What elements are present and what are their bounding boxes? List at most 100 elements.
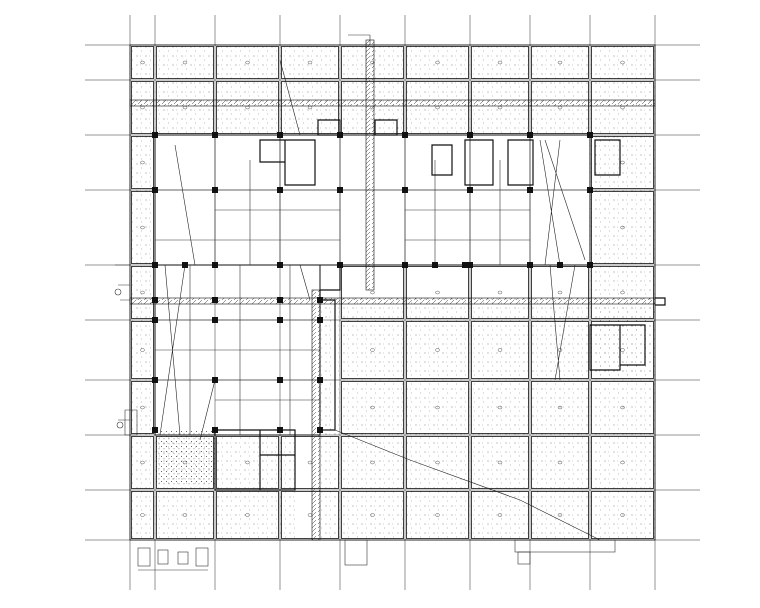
slab-panel bbox=[131, 81, 154, 134]
legend-box-1 bbox=[137, 547, 151, 567]
column bbox=[212, 297, 218, 303]
opening-bottom-center bbox=[344, 539, 368, 566]
column bbox=[527, 187, 533, 193]
column bbox=[277, 427, 283, 433]
slab-mark bbox=[370, 348, 375, 352]
column bbox=[212, 377, 218, 383]
side-markers bbox=[114, 34, 666, 436]
slab-left-band bbox=[130, 135, 155, 435]
column bbox=[402, 187, 408, 193]
slab-panel bbox=[471, 266, 529, 319]
slab-panel bbox=[131, 46, 154, 79]
column bbox=[212, 427, 218, 433]
core-structure bbox=[154, 119, 646, 491]
slab-mark bbox=[140, 290, 145, 295]
column bbox=[212, 317, 218, 323]
column bbox=[317, 427, 323, 433]
slab-panel bbox=[131, 136, 154, 189]
column bbox=[277, 317, 283, 323]
slab-mark bbox=[620, 513, 625, 517]
slab-panel bbox=[131, 321, 154, 379]
slab-mark bbox=[497, 405, 503, 410]
slab-mark bbox=[435, 460, 440, 465]
slab-mark bbox=[497, 290, 503, 295]
slab-mark bbox=[140, 60, 145, 65]
slab-panel bbox=[591, 46, 654, 79]
slab-panel bbox=[471, 321, 529, 379]
column bbox=[277, 297, 283, 303]
column bbox=[152, 377, 158, 383]
slab-panel bbox=[591, 136, 654, 189]
slab-panel bbox=[341, 436, 404, 489]
column bbox=[337, 187, 343, 193]
column bbox=[337, 132, 343, 138]
slab-mark bbox=[370, 405, 375, 410]
column bbox=[317, 377, 323, 383]
column bbox=[317, 317, 323, 323]
slab-panel bbox=[131, 191, 154, 264]
detail-legend bbox=[137, 547, 209, 571]
column bbox=[587, 187, 593, 193]
slab-mark bbox=[245, 60, 250, 65]
slab-panel bbox=[281, 491, 339, 539]
slab-mark bbox=[140, 405, 145, 410]
slab-panel bbox=[591, 436, 654, 489]
column bbox=[402, 132, 408, 138]
marker-left-1 bbox=[115, 264, 138, 436]
slab-mark bbox=[620, 460, 625, 465]
column bbox=[467, 132, 473, 138]
slab-mark bbox=[435, 405, 440, 410]
slab-mark bbox=[497, 513, 503, 517]
slab-panel bbox=[131, 491, 154, 539]
column bbox=[152, 427, 158, 433]
core-inner-beams-2 bbox=[155, 265, 320, 435]
diagonal-lines bbox=[159, 59, 601, 541]
slab-panel bbox=[341, 321, 404, 379]
slab-panel bbox=[406, 321, 469, 379]
column bbox=[467, 187, 473, 193]
marker-right-arrow bbox=[655, 297, 666, 306]
column bbox=[527, 262, 533, 268]
slab-strip-right bbox=[590, 320, 655, 375]
slab-mark bbox=[370, 513, 375, 517]
slab-panel bbox=[531, 81, 589, 134]
slab-panel bbox=[216, 46, 279, 79]
slab-mark bbox=[557, 290, 563, 295]
slab-mark bbox=[307, 60, 313, 65]
slab-mark bbox=[140, 160, 145, 165]
marker-top-stub bbox=[348, 34, 371, 45]
marker-left-circle-2 bbox=[116, 421, 124, 429]
slab-mark bbox=[370, 460, 375, 465]
opening-bottom-right-box bbox=[517, 551, 531, 565]
slab-panel bbox=[216, 81, 279, 134]
slab-panel bbox=[471, 81, 529, 134]
slab-panel bbox=[471, 491, 529, 539]
slab-panel bbox=[591, 81, 654, 134]
beam-band-vertical-left bbox=[311, 289, 321, 541]
column bbox=[587, 132, 593, 138]
slab-mark bbox=[557, 60, 563, 65]
slab-panel bbox=[591, 266, 654, 319]
columns bbox=[152, 132, 593, 433]
column bbox=[182, 262, 188, 268]
slab-mark bbox=[435, 60, 440, 65]
slab-dense-patch bbox=[155, 430, 215, 485]
drawing-extents bbox=[129, 44, 656, 541]
column bbox=[277, 187, 283, 193]
slab-right-band bbox=[590, 135, 655, 325]
column bbox=[337, 262, 343, 268]
core-inner-beams-1 bbox=[155, 135, 590, 265]
slab-panel bbox=[531, 381, 589, 434]
slab-hatch-regions bbox=[130, 45, 655, 540]
slab-panel bbox=[156, 491, 214, 539]
slab-panel bbox=[131, 266, 154, 319]
legend-box-4 bbox=[195, 547, 209, 567]
slab-panel bbox=[156, 46, 214, 79]
slab-mark bbox=[140, 348, 145, 352]
column bbox=[152, 297, 158, 303]
slab-panels bbox=[131, 46, 654, 539]
slab-mark bbox=[140, 460, 145, 465]
slab-panel bbox=[281, 46, 339, 79]
slab-panel bbox=[341, 491, 404, 539]
